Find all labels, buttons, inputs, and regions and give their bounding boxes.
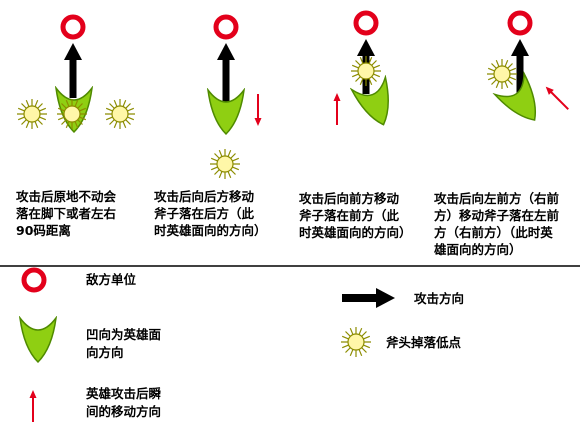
scenario-1-figure — [16, 17, 136, 133]
scenario-3-caption: 攻击后向前方移动 斧子落在前方（此 时英雄面向的方向） — [299, 191, 412, 240]
legend-hero-facing-label: 凹向为英雄面 向方向 — [86, 327, 162, 360]
legend-enemy-icon — [24, 270, 44, 290]
scenario-4-caption: 攻击后向左前方（右前 方）移动斧子落在左前 方（右前方）（此时英 雄面向的方向） — [434, 191, 560, 257]
hero-move-arrow-icon — [254, 94, 262, 126]
axe-landing-icon — [104, 98, 136, 130]
enemy-icon — [356, 13, 376, 33]
scenario-3-figure — [333, 13, 402, 132]
enemy-icon — [216, 17, 236, 37]
legend-attack-direction-label: 攻击方向 — [414, 291, 465, 306]
hero-icon — [350, 76, 402, 132]
legend-move-arrow-icon — [29, 390, 37, 422]
legend-axe-landing-label: 斧头掉落低点 — [386, 335, 462, 350]
axe-landing-icon — [350, 55, 382, 87]
scenario-1-caption: 攻击后原地不动会 落在脚下或者左右 90码距离 — [16, 189, 117, 238]
scenario-4-figure — [486, 13, 572, 132]
legend-axe-icon — [340, 326, 372, 358]
legend-hero-move-label: 英雄攻击后瞬 间的移动方向 — [86, 386, 162, 419]
hero-move-arrow-icon — [542, 83, 572, 113]
enemy-icon — [510, 13, 530, 33]
attack-direction-arrow-icon — [217, 43, 235, 102]
axe-landing-icon — [209, 148, 241, 180]
axe-landing-icon — [486, 58, 518, 90]
axe-landing-icon — [16, 98, 48, 130]
scenario-2-figure — [207, 17, 262, 180]
hero-move-arrow-icon — [333, 93, 341, 125]
legend-attack-arrow-icon — [342, 288, 395, 308]
scenario-2-caption: 攻击后向后方移动 斧子落在后方（此 时英雄面向的方向） — [154, 189, 267, 238]
legend-enemy-label: 敌方单位 — [86, 272, 137, 287]
axe-landing-icon — [56, 98, 88, 130]
enemy-icon — [63, 17, 83, 37]
attack-direction-arrow-icon — [511, 39, 529, 98]
legend-hero-icon — [19, 317, 57, 363]
attack-direction-arrow-icon — [64, 43, 82, 98]
